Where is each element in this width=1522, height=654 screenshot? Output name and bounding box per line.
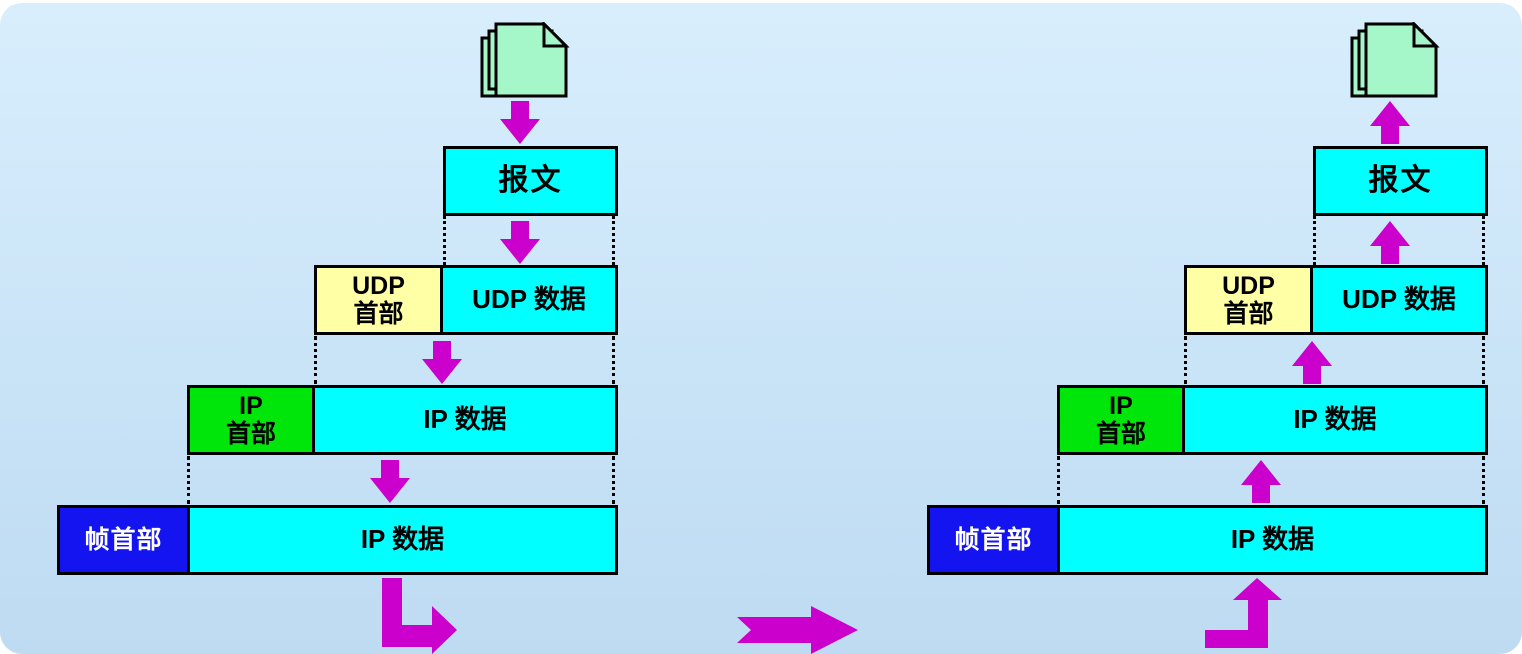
message-box: 报文	[1313, 146, 1488, 216]
frame-data-label: IP 数据	[1230, 524, 1315, 555]
message-box: 报文	[443, 146, 618, 216]
dotted-connector	[314, 336, 317, 384]
ip-header-cell: IP 首部	[187, 385, 315, 455]
document-stack-icon	[1350, 22, 1440, 98]
udp-header-cell: UDP 首部	[314, 265, 443, 335]
frame-header-cell: 帧首部	[927, 505, 1060, 575]
frame-header-label: 帧首部	[954, 526, 1033, 554]
ip-data-label: IP 数据	[423, 404, 507, 435]
dotted-connector	[612, 216, 615, 265]
dotted-connector	[187, 456, 190, 504]
dotted-connector	[1184, 336, 1187, 384]
udp-header-label: UDP 首部	[1222, 272, 1275, 328]
udp-data-cell: UDP 数据	[440, 265, 618, 335]
ip-header-label: IP 首部	[1095, 392, 1146, 448]
frame-data-label: IP 数据	[360, 524, 445, 555]
frame-data-cell: IP 数据	[187, 505, 618, 575]
document-stack-icon	[480, 22, 570, 98]
ip-data-cell: IP 数据	[312, 385, 618, 455]
dotted-connector	[612, 456, 615, 504]
udp-data-label: UDP 数据	[472, 284, 586, 315]
dotted-connector	[1482, 456, 1485, 504]
message-label: 报文	[1368, 164, 1433, 198]
dotted-connector	[1482, 336, 1485, 384]
dotted-connector	[1057, 456, 1060, 504]
ip-header-label: IP 首部	[225, 392, 276, 448]
page-fold	[542, 22, 570, 48]
ip-header-cell: IP 首部	[1057, 385, 1185, 455]
dotted-connector	[612, 336, 615, 384]
udp-data-label: UDP 数据	[1342, 284, 1456, 315]
frame-header-cell: 帧首部	[57, 505, 190, 575]
dotted-connector	[443, 216, 446, 265]
udp-data-cell: UDP 数据	[1310, 265, 1488, 335]
udp-header-label: UDP 首部	[352, 272, 405, 328]
dotted-connector	[1313, 216, 1316, 265]
frame-header-label: 帧首部	[84, 526, 163, 554]
udp-header-cell: UDP 首部	[1184, 265, 1313, 335]
ip-data-cell: IP 数据	[1182, 385, 1488, 455]
frame-data-cell: IP 数据	[1057, 505, 1488, 575]
dotted-connector	[1482, 216, 1485, 265]
ip-data-label: IP 数据	[1293, 404, 1377, 435]
page-fold	[1412, 22, 1440, 48]
message-label: 报文	[498, 164, 563, 198]
